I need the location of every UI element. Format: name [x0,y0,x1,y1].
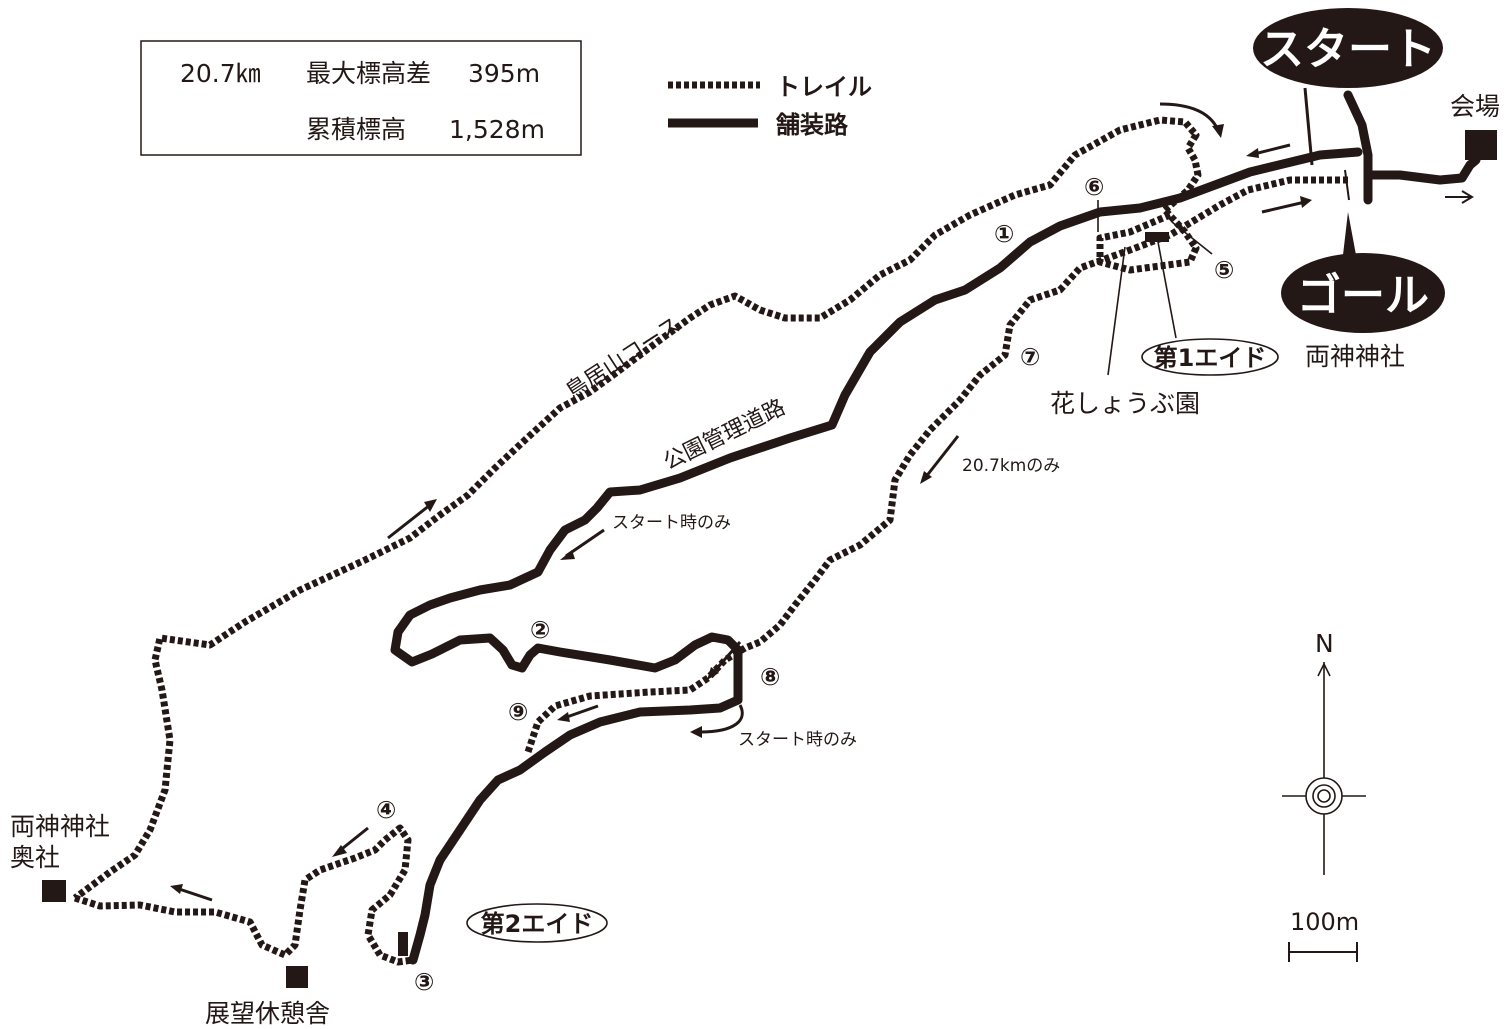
venue-arrow [1445,190,1474,204]
trail-garden-loop [1096,207,1200,274]
arrow-icon [707,641,742,680]
north-label: N [1315,629,1334,658]
aid2-marker [398,932,408,956]
aid1-label: 第1エイド [1154,344,1267,372]
info-cumulative-label: 累積標高 [306,115,406,144]
legend: トレイル 舗装路 [668,73,872,139]
start-only-label-2: スタート時のみ [738,730,857,750]
info-max-elevation-value: 395m [468,59,540,88]
aid1-leader [1157,241,1177,339]
arrow-icon [387,499,437,540]
garden-leader [1107,246,1126,376]
only-207-label: 20.7kmのみ [962,456,1060,476]
start-marker-tick [1344,169,1350,201]
goal-badge: ゴール [1281,212,1445,333]
okusha-label-2: 奥社 [10,843,60,872]
direction-arrows [170,102,1350,902]
okusha-label-1: 両神神社 [10,812,110,841]
arrow-icon [920,435,960,484]
trail-toriiyama-course [72,116,1202,901]
aid2-label-box: 第2エイド [466,903,608,943]
scale-label: 100m [1290,908,1359,936]
venue-label: 会場 [1450,92,1500,121]
start-label: スタート [1260,24,1436,75]
info-cumulative-value: 1,528m [449,115,545,144]
arrow-icon [557,704,599,722]
aid1-label-box: 第1エイド [1141,338,1279,376]
arrow-icon [1159,102,1224,138]
arrow-icon [560,528,605,560]
shrine-label: 両神神社 [1305,342,1405,371]
arrow-icon [1246,143,1291,158]
legend-road-label: 舗装路 [775,111,849,139]
trails [72,116,1348,966]
start-badge: スタート [1253,8,1443,166]
arrow-icon [690,704,744,738]
observation-label: 展望休憩舎 [205,999,330,1028]
north-compass: N [1282,629,1366,875]
venue-marker [1465,130,1497,160]
observation-marker [286,966,308,988]
aid1-marker [1145,232,1169,242]
checkpoint-6: ⑥ [1084,173,1104,201]
checkpoint-2: ② [530,616,550,644]
paved-roads [390,90,1497,965]
scale-bar: 100m [1288,908,1359,962]
checkpoint-8: ⑧ [760,663,780,691]
start-only-label-1: スタート時のみ [612,513,731,533]
checkpoint-1: ① [994,220,1014,248]
trail-okusha-to-observation [73,824,414,966]
checkpoint-7: ⑦ [1020,343,1040,371]
info-distance: 20.7㎞ [180,59,261,88]
arrow-icon [170,884,213,902]
checkpoint-4: ④ [376,796,396,824]
arrow-icon [1261,196,1312,214]
toriiyama-course-label: 鳥居山コース [562,313,685,405]
legend-trail-label: トレイル [776,73,872,101]
checkpoint-3: ③ [414,968,434,996]
cp5-leader [1171,221,1213,255]
checkpoint-9: ⑨ [508,698,528,726]
road-start-to-park [390,147,1363,673]
trail-return-207 [524,176,1348,754]
checkpoint-5: ⑤ [1214,256,1234,284]
road-park-loop-south [408,645,743,965]
aid2-label: 第2エイド [481,910,594,938]
arrow-icon [332,826,369,857]
road-to-venue [1363,155,1481,185]
goal-label: ゴール [1297,270,1429,321]
info-max-elevation-label: 最大標高差 [306,59,431,88]
okusha-marker [42,880,66,902]
course-info-box: 20.7㎞ 最大標高差 395m 累積標高 1,528m [140,40,582,156]
garden-label: 花しょうぶ園 [1050,389,1200,418]
